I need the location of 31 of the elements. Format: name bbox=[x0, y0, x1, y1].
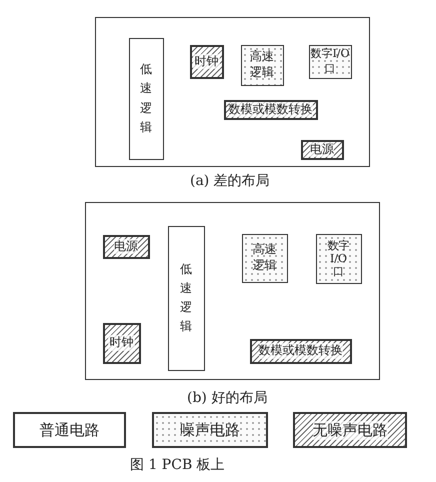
circuit-block bbox=[300, 140, 344, 160]
legend-label: 普通电路 bbox=[40, 420, 100, 440]
layout-caption: (a) 差的布局 bbox=[190, 172, 270, 190]
block-label: 时钟 bbox=[193, 54, 220, 70]
block-label: 数模或模数转换 bbox=[228, 102, 312, 118]
block-label: 时钟 bbox=[108, 335, 135, 351]
block-label: 电源 bbox=[310, 142, 334, 158]
block-label: 低速逻辑 bbox=[140, 61, 152, 136]
block-label: 低速逻辑 bbox=[180, 260, 192, 336]
block-label: 高速逻辑 bbox=[248, 49, 275, 81]
circuit-block bbox=[242, 234, 288, 282]
circuit-board bbox=[95, 17, 370, 167]
block-label: 数模或模数转换 bbox=[258, 343, 342, 359]
figure-caption: 图 1 PCB 板上 bbox=[130, 456, 225, 474]
circuit-block bbox=[316, 234, 362, 284]
legend-label: 噪声电路 bbox=[180, 420, 240, 440]
circuit-block bbox=[190, 44, 224, 78]
circuit-block bbox=[102, 234, 150, 258]
circuit-board bbox=[85, 202, 380, 380]
block-label: 高速逻辑 bbox=[251, 242, 278, 274]
layout-caption: (b) 好的布局 bbox=[187, 389, 268, 407]
block-label: 数字I/O口 bbox=[326, 238, 350, 278]
circuit-block bbox=[224, 100, 318, 120]
block-label: 电源 bbox=[114, 238, 138, 254]
block-label: 数字I/O口 bbox=[310, 47, 350, 76]
circuit-block bbox=[128, 38, 164, 160]
legend-label: 无噪声电路 bbox=[312, 420, 388, 440]
circuit-block bbox=[250, 338, 352, 364]
circuit-block bbox=[168, 226, 204, 370]
circuit-block bbox=[102, 322, 140, 364]
circuit-block bbox=[240, 44, 284, 86]
